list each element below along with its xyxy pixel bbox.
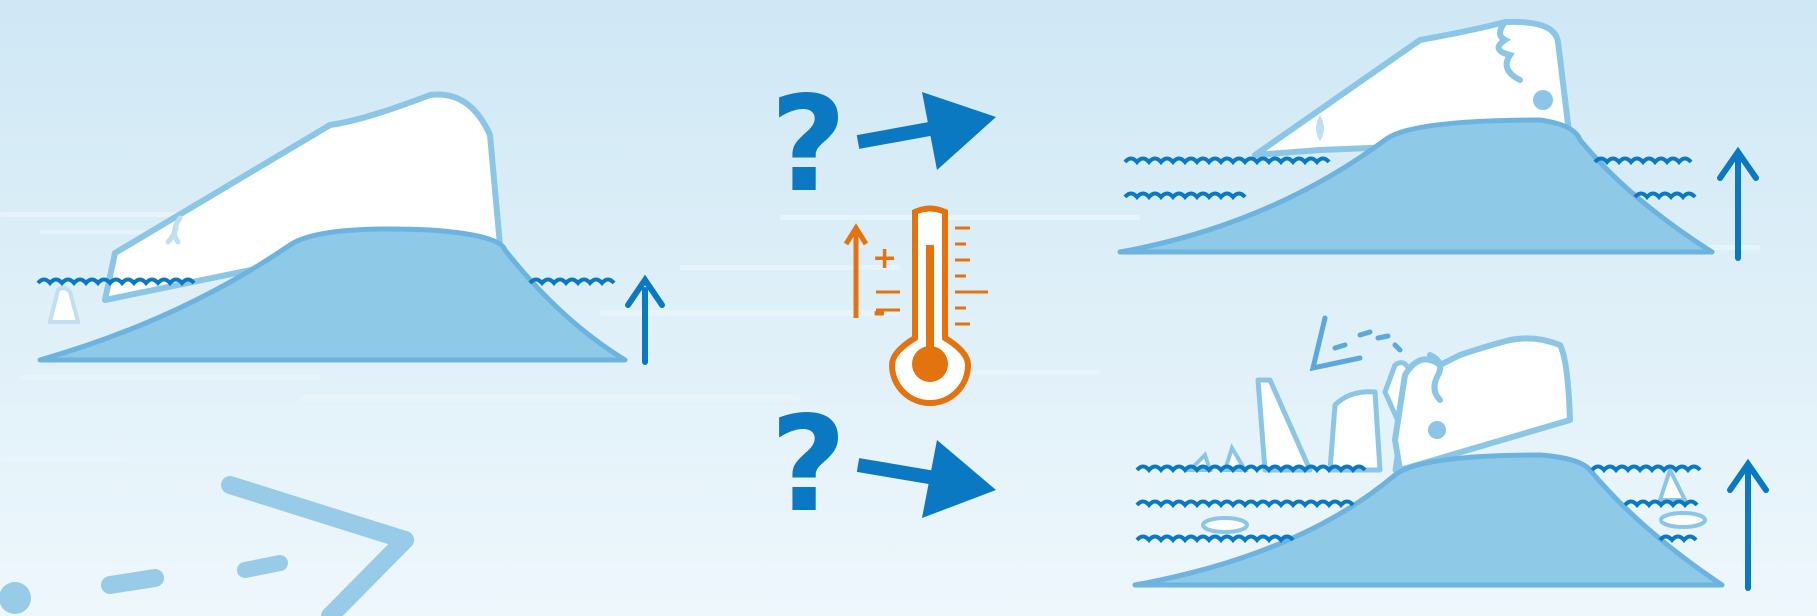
thermometer-plus: +: [872, 241, 897, 276]
thermometer-minus: -: [873, 295, 885, 330]
iceberg-fragment-icon: [1330, 392, 1380, 470]
question-mark-bottom: ?: [770, 388, 847, 542]
iceberg-fragment-icon: [1661, 513, 1705, 527]
iceberg-fragment-icon: [1203, 518, 1247, 532]
meltwater-drop-icon: [1428, 421, 1446, 439]
question-mark-top: ?: [770, 68, 847, 222]
meltwater-drop-icon: [1533, 90, 1553, 110]
